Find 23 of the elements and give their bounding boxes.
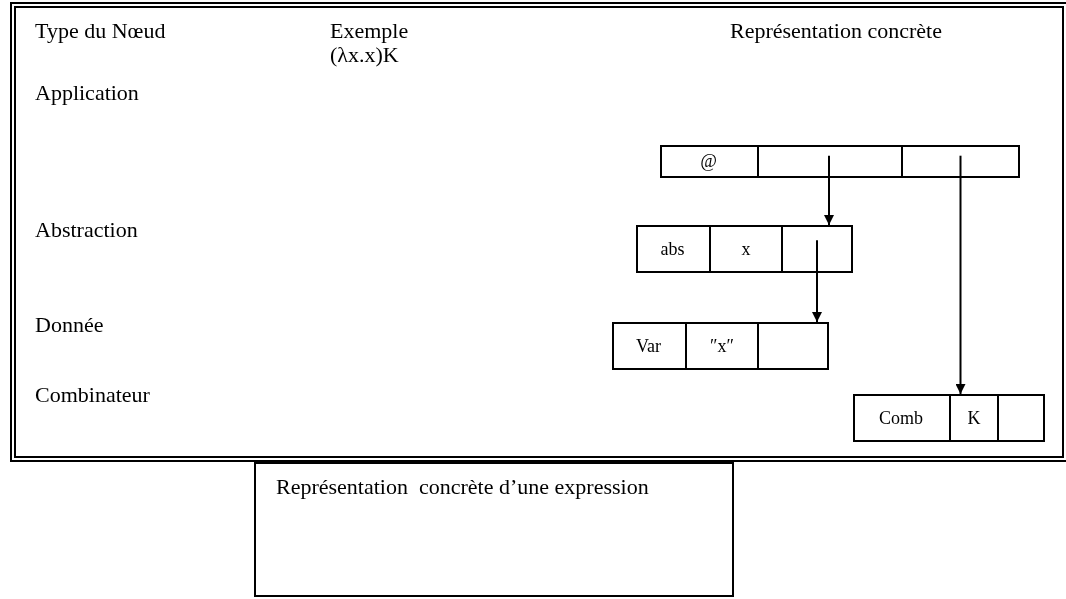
- field-cell: @: [660, 147, 757, 176]
- record-box: [612, 322, 829, 370]
- example-expression: (λx.x)K: [330, 44, 399, 66]
- node-type-label: Donnée: [35, 314, 104, 336]
- caption-box: Représentation concrète d’une expression: [254, 462, 734, 597]
- field-cell: Var: [612, 324, 685, 368]
- column-header: Type du Nœud: [35, 20, 166, 42]
- record-box: [636, 225, 853, 273]
- field-cell: Comb: [853, 396, 949, 440]
- node-type-label: Abstraction: [35, 219, 138, 241]
- pointer-arrow: [824, 154, 834, 226]
- column-header: Exemple: [330, 20, 409, 42]
- field-cell: x: [709, 227, 781, 271]
- pointer-arrow: [812, 239, 822, 323]
- node-type-label: Combinateur: [35, 384, 150, 406]
- record-box: [660, 145, 1020, 178]
- column-header: Représentation concrète: [730, 20, 942, 42]
- record-box: [853, 394, 1045, 442]
- pointer-arrow: [955, 154, 966, 395]
- field-cell: abs: [636, 227, 709, 271]
- field-cell: ″x″: [685, 324, 757, 368]
- field-cell: K: [949, 396, 997, 440]
- node-type-label: Application: [35, 82, 139, 104]
